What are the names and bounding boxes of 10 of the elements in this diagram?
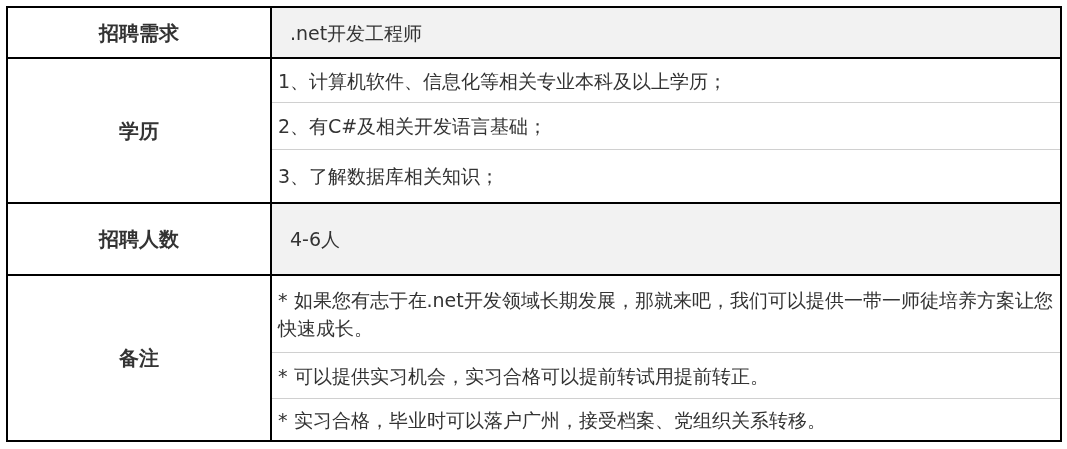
table-cell: * 可以提供实习机会，实习合格可以提前转试用提前转正。 — [272, 352, 1060, 398]
table-cell: 3、了解数据库相关知识； — [272, 149, 1060, 202]
table-cell: .net开发工程师 — [272, 8, 1060, 57]
table-cell-text: 1、计算机软件、信息化等相关专业本科及以上学历； — [277, 68, 729, 94]
header-cell: 学历 — [8, 59, 272, 202]
header-cell: 备注 — [8, 276, 272, 440]
table-cell: * 实习合格，毕业时可以落户广州，接受档案、党组织关系转移。 — [272, 398, 1060, 440]
table-cell: 4-6人 — [272, 204, 1060, 274]
table-cell: 2、有C#及相关开发语言基础； — [272, 102, 1060, 149]
table-cell-text: * 如果您有志于在.net开发领域长期发展，那就来吧，我们可以提供一带一师徒培养方案让您快速成长。 — [276, 288, 1054, 341]
